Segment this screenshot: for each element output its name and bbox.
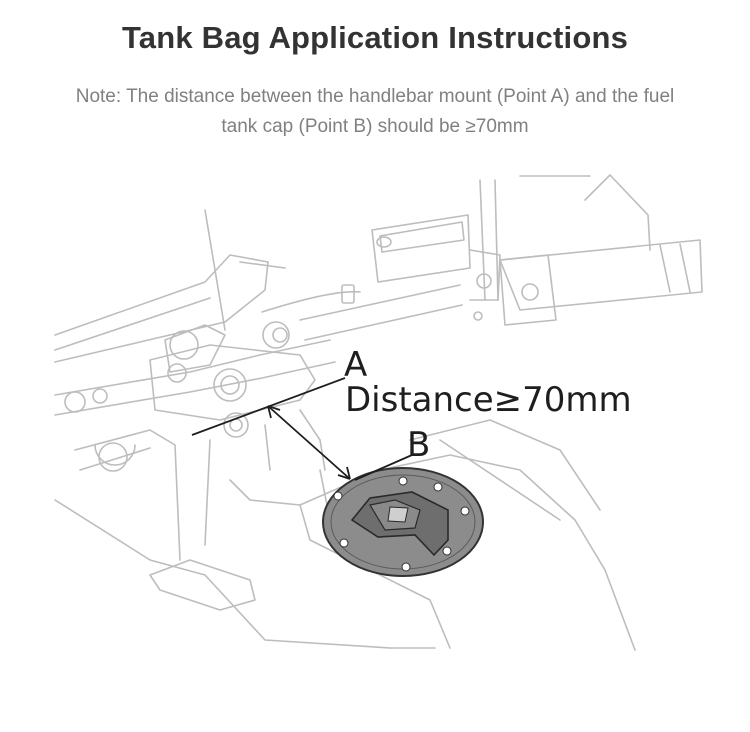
point-b-leader <box>354 454 413 481</box>
distance-arrow-line <box>267 405 351 480</box>
page-title: Tank Bag Application Instructions <box>121 20 629 55</box>
fuel-tank-cap <box>322 467 484 577</box>
arrow-head-bottom <box>337 466 351 480</box>
point-b-label: B <box>407 425 430 465</box>
measurement-annotation <box>191 377 413 481</box>
distance-note: Note: The distance between the handlebar… <box>75 86 675 137</box>
arrow-head-top <box>267 405 281 419</box>
point-a-label: A <box>344 345 367 385</box>
distance-label: Distance≥70mm <box>345 380 632 420</box>
motorcycle-diagram: A Distance≥70mm B <box>54 174 703 651</box>
motorcycle-lineart <box>54 174 703 651</box>
